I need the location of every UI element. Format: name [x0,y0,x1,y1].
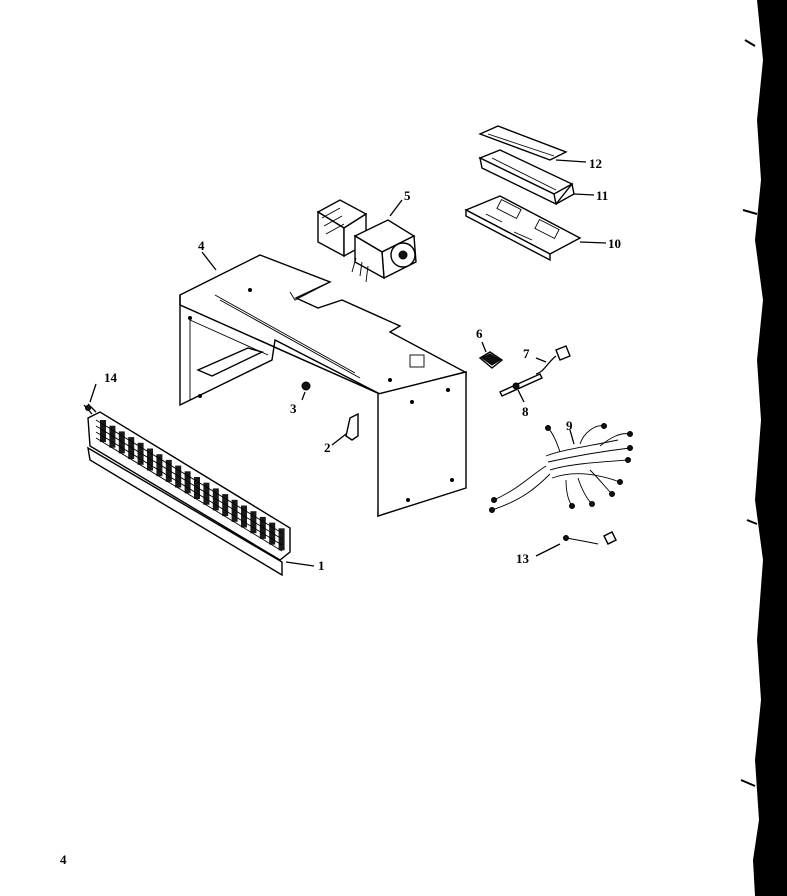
page-number: 4 [60,852,67,867]
part-6-switch [478,341,504,369]
scan-edge-shadow [740,0,787,896]
callout-8: 8 [522,404,529,419]
grille-slot [184,471,191,494]
housing-hole [188,316,192,320]
grille-slot [269,522,276,545]
grille-slot [222,494,229,517]
part-3-screw [301,381,311,401]
housing-hole [248,288,252,292]
part-9-wiring-harness [489,423,633,513]
grille-slot [109,425,116,448]
callout-14: 14 [104,370,118,385]
housing-hole [410,400,414,404]
grille-slot [241,505,247,528]
part-10-mounting-plate [464,195,582,262]
grille-slot [250,511,257,534]
part-14-screw [83,403,97,415]
housing-hole [406,498,410,502]
grille-slot [147,448,153,471]
callout-6: 6 [476,326,483,341]
callout-12: 12 [589,156,602,171]
grille-slot [100,420,106,442]
grille-slot [194,477,200,499]
callout-11: 11 [596,188,608,203]
housing-hole [450,478,454,482]
part-12-filter-cover [478,125,568,161]
part-2-bracket [331,412,359,446]
callout-1: 1 [318,558,325,573]
grille-slot [156,454,163,477]
grille-slot [212,488,219,511]
callout-2: 2 [324,440,331,455]
callout-5: 5 [404,188,411,203]
grille-slot [203,482,210,505]
callout-7: 7 [523,346,530,361]
grille-slot [175,465,182,488]
grille-slot [259,516,266,539]
leader-lines [89,159,607,567]
grille-slot [278,528,285,551]
part-7-power-cord [535,345,571,375]
callout-9: 9 [566,418,573,433]
part-11-filter-tray [478,149,575,206]
housing-hole [446,388,450,392]
callout-4: 4 [198,238,205,253]
grille-slot [118,431,125,454]
grille-slot [137,442,144,465]
part-8-cord-strap [499,373,543,403]
part-1-front-grille [87,411,291,577]
part-13-jumper-wire [535,531,617,557]
grille-slot [231,499,238,522]
callout-3: 3 [290,401,297,416]
housing-hole [388,378,392,382]
part-4-housing [179,254,467,517]
callout-labels: 1 2 3 4 5 6 7 8 9 10 11 12 13 14 [104,156,621,573]
housing-hole [198,394,202,398]
part-5-blower-motor [316,199,417,283]
callout-10: 10 [608,236,621,251]
grille-slot [128,437,135,460]
grille-slot [165,459,172,482]
callout-13: 13 [516,551,530,566]
